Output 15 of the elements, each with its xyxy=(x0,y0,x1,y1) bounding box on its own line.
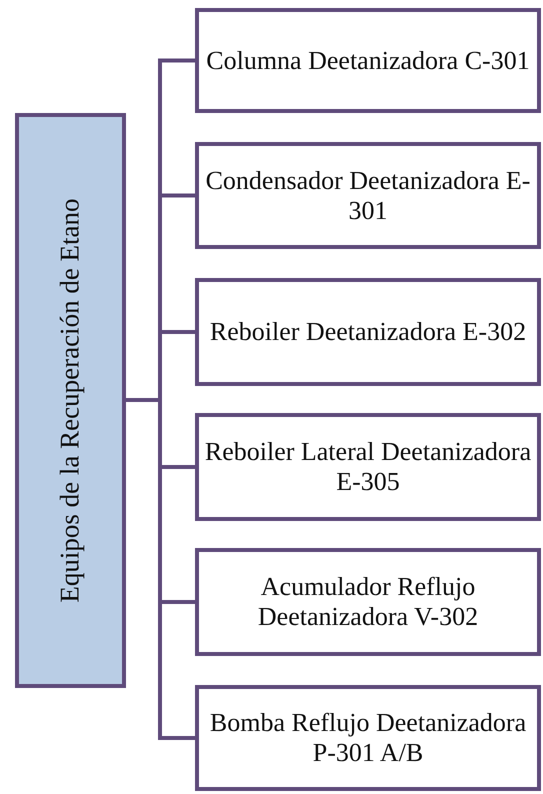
category-box xyxy=(15,113,126,688)
box-label: Bomba Reflujo Deetanizadora P-301 A/B xyxy=(208,708,528,768)
equipment-box xyxy=(195,413,541,521)
equipment-box xyxy=(195,685,541,791)
equipment-box xyxy=(195,548,541,656)
connector-line xyxy=(126,398,195,740)
box-label: Columna Deetanizadora C-301 xyxy=(206,46,530,76)
box-label: Acumulador Reflujo Deetanizadora V-302 xyxy=(256,572,480,632)
equipment-box xyxy=(195,142,541,249)
box-label: Reboiler Deetanizadora E-302 xyxy=(210,317,526,347)
box-label: Reboiler Lateral Deetanizadora E-305 xyxy=(204,437,532,497)
vertical-title: Equipos de la Recuperación de Etano xyxy=(54,198,86,603)
equipment-box xyxy=(195,8,541,113)
box-label: Condensador Deetanizadora E-301 xyxy=(204,166,532,226)
equipment-box xyxy=(195,278,541,386)
